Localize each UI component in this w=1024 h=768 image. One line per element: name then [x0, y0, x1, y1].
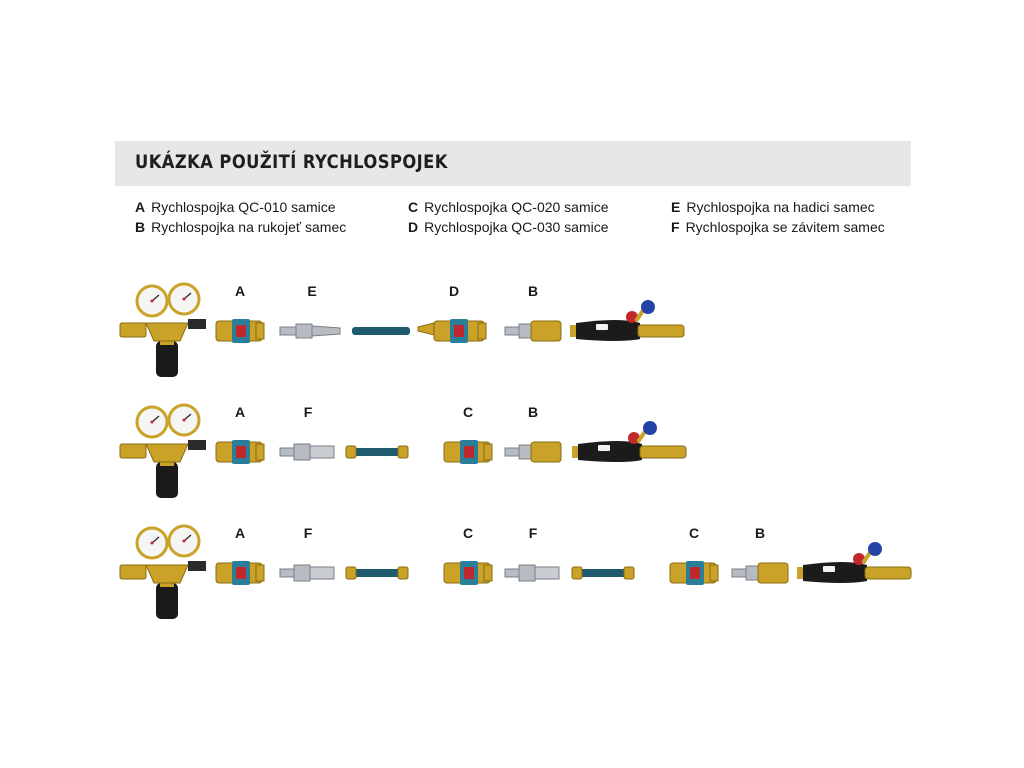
coupling-f-image: F: [279, 525, 336, 625]
coupling-a-image: A: [212, 404, 272, 504]
part-letter: B: [754, 525, 766, 541]
legend-item-a: A Rychlospojka QC-010 samice: [135, 199, 336, 215]
legend-item-e: E Rychlospojka na hadici samec: [671, 199, 875, 215]
part-letter: C: [688, 525, 700, 541]
legend-text: Rychlospojka QC-020 samice: [424, 199, 609, 215]
coupling-c-image: C: [666, 525, 724, 625]
legend-text: Rychlospojka QC-030 samice: [424, 219, 609, 235]
legend-key: B: [135, 219, 146, 235]
hose-icon: [345, 445, 409, 459]
coupling-icon: [504, 441, 562, 463]
regulator-icon: [119, 403, 206, 498]
part-letter: E: [307, 283, 317, 299]
legend-key: C: [408, 199, 419, 215]
coupling-icon: [504, 564, 560, 582]
coupling-icon: [215, 319, 265, 343]
torch-handle-icon: [570, 300, 685, 341]
coupling-icon: [504, 320, 562, 342]
legend-text: Rychlospojka se závitem samec: [685, 219, 885, 235]
hose-icon: [352, 327, 410, 335]
coupling-icon: [279, 564, 335, 582]
regulator-icon: [119, 524, 206, 619]
coupling-icon: [731, 562, 789, 584]
torch-handle-image: [572, 404, 688, 504]
legend-key: A: [135, 199, 146, 215]
coupling-icon: [417, 319, 487, 343]
coupling-b-image: B: [731, 525, 790, 625]
regulator-icon: [119, 282, 206, 377]
coupling-f-image: F: [279, 404, 336, 504]
hose-image: [345, 404, 409, 504]
coupling-b-image: B: [504, 404, 563, 504]
part-letter: A: [234, 525, 246, 541]
regulator-image: [118, 403, 208, 504]
part-letter: F: [528, 525, 538, 541]
part-letter: F: [303, 525, 313, 541]
coupling-icon: [443, 561, 493, 585]
part-letter: F: [303, 404, 313, 420]
part-letter: B: [527, 404, 539, 420]
torch-handle-icon: [572, 421, 687, 462]
coupling-b-image: B: [504, 283, 563, 383]
regulator-image: [118, 524, 208, 625]
legend-key: F: [671, 219, 680, 235]
part-letter: A: [234, 404, 246, 420]
hose-image: [345, 525, 409, 625]
torch-handle-icon: [797, 542, 912, 583]
coupling-c-image: C: [440, 525, 498, 625]
legend-item-c: C Rychlospojka QC-020 samice: [408, 199, 609, 215]
legend-item-f: F Rychlospojka se závitem samec: [671, 219, 885, 235]
torch-handle-image: [570, 283, 686, 383]
legend-text: Rychlospojka na rukojeť samec: [151, 219, 347, 235]
regulator-image: [118, 282, 208, 383]
hose-icon: [571, 566, 635, 580]
part-letter: A: [234, 283, 246, 299]
coupling-icon: [279, 323, 341, 339]
coupling-a-image: A: [212, 283, 272, 383]
legend-key: E: [671, 199, 681, 215]
coupling-f-image: F: [504, 525, 561, 625]
header-band: UKÁZKA POUŽITÍ RYCHLOSPOJEK: [115, 141, 911, 186]
part-letter: B: [527, 283, 539, 299]
legend-key: D: [408, 219, 419, 235]
page-title: UKÁZKA POUŽITÍ RYCHLOSPOJEK: [135, 151, 448, 173]
coupling-icon: [443, 440, 493, 464]
coupling-a-image: A: [212, 525, 272, 625]
coupling-d-image: D: [417, 283, 487, 383]
legend-item-d: D Rychlospojka QC-030 samice: [408, 219, 609, 235]
coupling-c-image: C: [440, 404, 498, 504]
hose-image: [350, 283, 412, 383]
coupling-icon: [215, 561, 265, 585]
part-letter: D: [448, 283, 460, 299]
legend-text: Rychlospojka QC-010 samice: [151, 199, 336, 215]
legend-item-b: B Rychlospojka na rukojeť samec: [135, 219, 346, 235]
hose-icon: [345, 566, 409, 580]
coupling-icon: [279, 443, 335, 461]
coupling-e-image: E: [279, 283, 342, 383]
part-letter: C: [462, 404, 474, 420]
coupling-icon: [215, 440, 265, 464]
coupling-icon: [669, 561, 719, 585]
legend-text: Rychlospojka na hadici samec: [686, 199, 875, 215]
torch-handle-image: [797, 525, 913, 625]
part-letter: C: [462, 525, 474, 541]
hose-image: [571, 525, 635, 625]
